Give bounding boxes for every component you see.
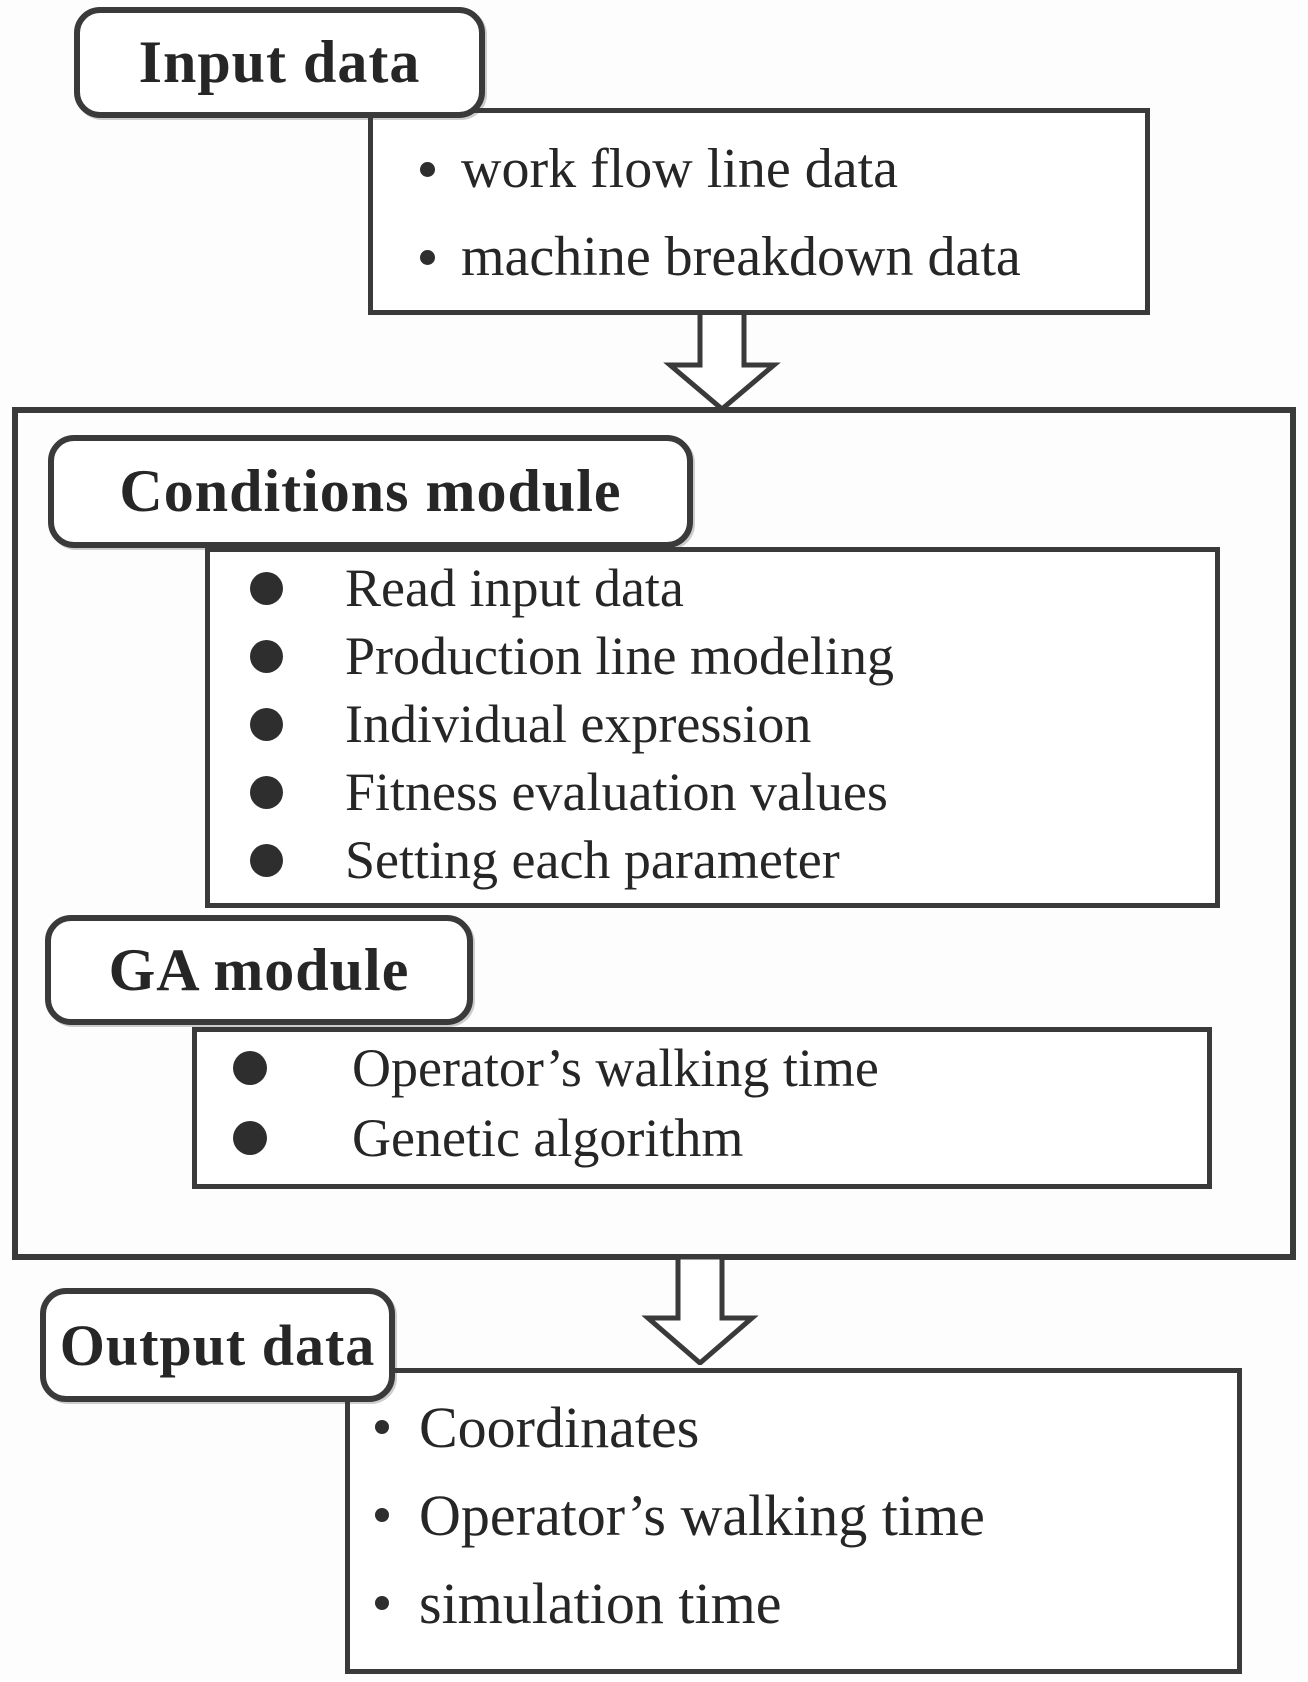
list-item-text: Coordinates xyxy=(419,1394,700,1460)
list-item-text: Production line modeling xyxy=(345,626,894,686)
modules-container-box xyxy=(12,407,1296,1260)
output-data-list-box: Coordinates Operator’s walking time simu… xyxy=(345,1368,1242,1674)
conditions-module-label-box: Conditions module xyxy=(48,435,693,548)
conditions-module-list: Read input data Production line modeling… xyxy=(210,552,1215,894)
bullet-circle-icon xyxy=(250,707,283,741)
bullet-circle-icon xyxy=(233,1051,267,1085)
bullet-dot-icon xyxy=(375,1596,389,1610)
list-item-text: Read input data xyxy=(345,558,684,618)
list-item: Coordinates xyxy=(350,1383,1237,1471)
list-item-text: Setting each parameter xyxy=(345,830,840,890)
bullet-dot-icon xyxy=(420,161,435,177)
ga-module-list-box: Operator’s walking time Genetic algorith… xyxy=(192,1027,1212,1189)
list-item-text: Individual expression xyxy=(345,694,812,754)
list-item: Read input data xyxy=(210,554,1215,622)
list-item: simulation time xyxy=(350,1559,1237,1647)
list-item: Operator’s walking time xyxy=(197,1033,1207,1103)
bullet-circle-icon xyxy=(233,1121,267,1155)
list-item: work flow line data xyxy=(373,125,1145,213)
list-item: Production line modeling xyxy=(210,622,1215,690)
input-data-list-box: work flow line data machine breakdown da… xyxy=(368,108,1150,315)
ga-module-label-box: GA module xyxy=(45,915,473,1025)
ga-module-label: GA module xyxy=(108,936,410,1003)
down-arrow-icon xyxy=(663,309,781,413)
output-data-list: Coordinates Operator’s walking time simu… xyxy=(350,1373,1237,1647)
list-item-text: Operator’s walking time xyxy=(419,1482,985,1548)
flow-arrow-modules-to-output xyxy=(628,1253,773,1367)
list-item-text: machine breakdown data xyxy=(461,226,1021,288)
list-item: Fitness evaluation values xyxy=(210,758,1215,826)
ga-module-list: Operator’s walking time Genetic algorith… xyxy=(197,1032,1207,1173)
bullet-circle-icon xyxy=(250,571,283,605)
list-item-text: Fitness evaluation values xyxy=(345,762,888,822)
input-data-list: work flow line data machine breakdown da… xyxy=(373,113,1145,301)
list-item: Individual expression xyxy=(210,690,1215,758)
bullet-circle-icon xyxy=(250,639,283,673)
output-data-label-box: Output data xyxy=(40,1288,395,1402)
list-item: Genetic algorithm xyxy=(197,1103,1207,1173)
conditions-module-list-box: Read input data Production line modeling… xyxy=(205,547,1220,908)
input-data-label-box: Input data xyxy=(74,7,485,118)
flow-arrow-input-to-modules xyxy=(650,309,790,413)
input-data-label: Input data xyxy=(138,29,421,95)
bullet-circle-icon xyxy=(250,843,283,877)
down-arrow-icon xyxy=(641,1254,759,1367)
list-item-text: simulation time xyxy=(419,1570,782,1636)
list-item: machine breakdown data xyxy=(373,213,1145,301)
output-data-label: Output data xyxy=(59,1312,376,1378)
list-item-text: Genetic algorithm xyxy=(352,1108,744,1168)
bullet-dot-icon xyxy=(375,1508,389,1522)
bullet-dot-icon xyxy=(420,249,435,265)
bullet-dot-icon xyxy=(375,1420,389,1434)
bullet-circle-icon xyxy=(250,775,283,809)
list-item: Operator’s walking time xyxy=(350,1471,1237,1559)
list-item-text: Operator’s walking time xyxy=(352,1038,879,1098)
list-item-text: work flow line data xyxy=(461,138,898,200)
list-item: Setting each parameter xyxy=(210,826,1215,894)
conditions-module-label: Conditions module xyxy=(119,458,622,524)
